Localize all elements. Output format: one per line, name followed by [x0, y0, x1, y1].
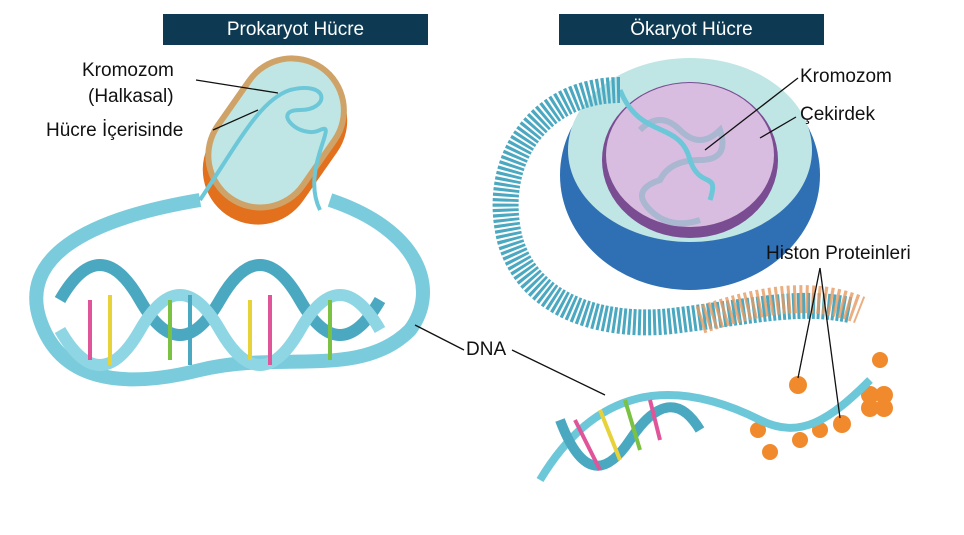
pro-circular-label: (Halkasal): [88, 86, 174, 107]
circular-chromosome: [198, 86, 328, 211]
pro-inside-cell-label: Hücre İçerisinde: [46, 120, 184, 141]
prokaryote-header: Prokaryot Hücre: [163, 14, 428, 45]
eukaryote-chromatin: [492, 77, 866, 336]
eukaryotic-cell: [560, 58, 820, 290]
eukaryote-header: Ökaryot Hücre: [559, 14, 824, 45]
euk-nucleus-label: Çekirdek: [800, 104, 875, 125]
histone-proteins: [750, 352, 893, 460]
leader-lines: [195, 77, 841, 419]
dna-label: DNA: [466, 339, 507, 360]
eukaryote-dna-helix: [536, 377, 873, 483]
prokaryote-dna-helix: [29, 193, 430, 387]
pro-chromosome-label: Kromozom: [82, 60, 174, 81]
euk-chromosome-label: Kromozom: [800, 66, 892, 87]
histone-label: Histon Proteinleri: [766, 243, 911, 264]
prokaryotic-cell: [202, 55, 348, 225]
